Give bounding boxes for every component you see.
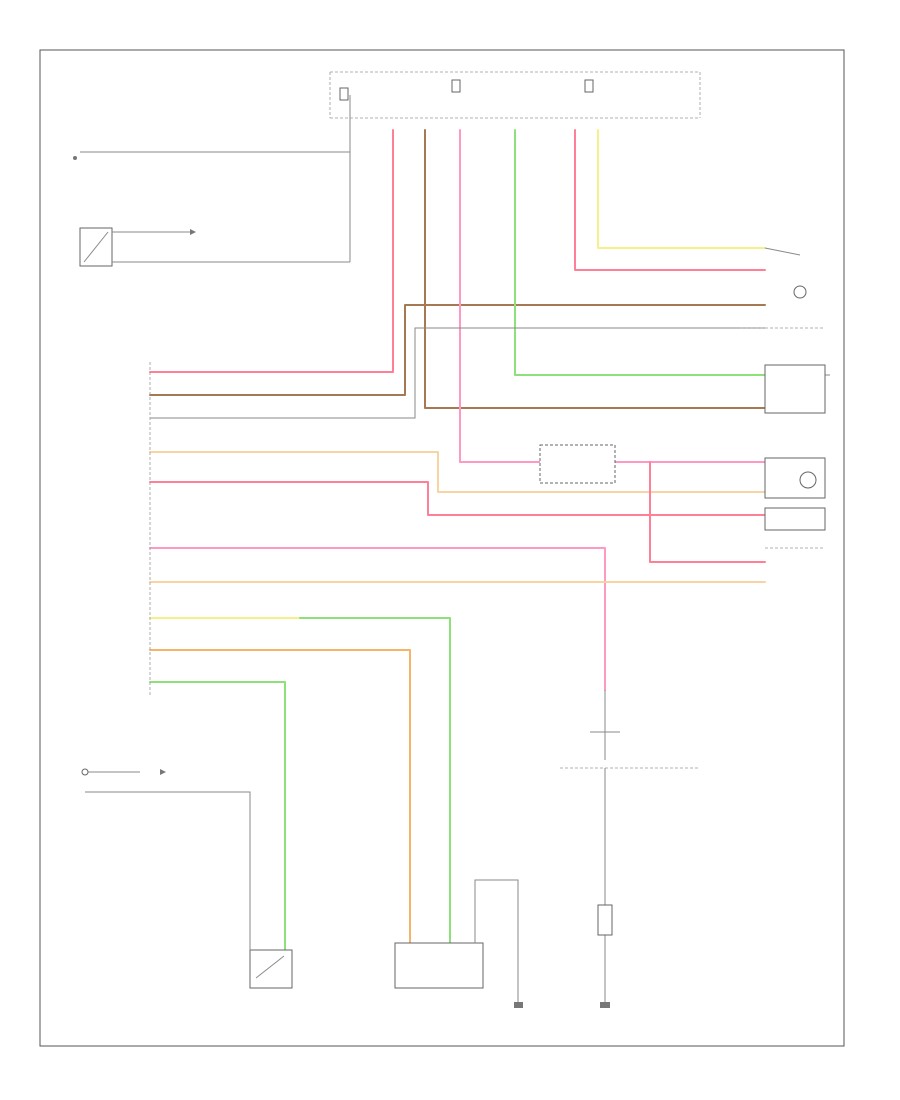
fuse-block bbox=[329, 71, 701, 119]
relay-box bbox=[539, 444, 616, 484]
connector-icon bbox=[597, 904, 613, 936]
wire-red-sensing bbox=[149, 129, 394, 373]
ground-icon bbox=[514, 1002, 523, 1008]
wire-red-lamp bbox=[649, 461, 766, 563]
wire-brown-1 bbox=[424, 129, 766, 409]
wire-pink-long bbox=[149, 547, 606, 691]
wire-red-chime bbox=[149, 481, 766, 516]
diagram-border bbox=[39, 49, 845, 1047]
wire-brown-2 bbox=[149, 304, 766, 396]
gray-wires-top-left bbox=[73, 95, 351, 267]
fuse-icon bbox=[451, 79, 461, 93]
switch-icon bbox=[764, 364, 826, 414]
wire-red-right bbox=[574, 129, 766, 271]
wire-lightorange-belt bbox=[149, 451, 766, 493]
wire-green-1 bbox=[514, 129, 766, 376]
wire-green-seat bbox=[149, 681, 286, 951]
fuse-icon bbox=[339, 87, 349, 101]
wire-yellow-green bbox=[149, 617, 451, 946]
bottom-switches bbox=[81, 768, 523, 1008]
buckle-switch-icon bbox=[394, 942, 484, 989]
wire-pink-main bbox=[459, 129, 766, 463]
ground-icon bbox=[600, 1002, 610, 1008]
connector-icon bbox=[793, 285, 807, 299]
switch-icon bbox=[249, 949, 293, 989]
wire-yellow-right bbox=[597, 129, 766, 249]
ignition-circuit bbox=[560, 690, 700, 1008]
fuse-icon bbox=[584, 79, 594, 93]
wire-orange-buckle bbox=[149, 649, 411, 946]
wire-gray-control bbox=[150, 327, 765, 419]
right-components bbox=[740, 247, 830, 549]
chime-icon bbox=[764, 507, 826, 531]
